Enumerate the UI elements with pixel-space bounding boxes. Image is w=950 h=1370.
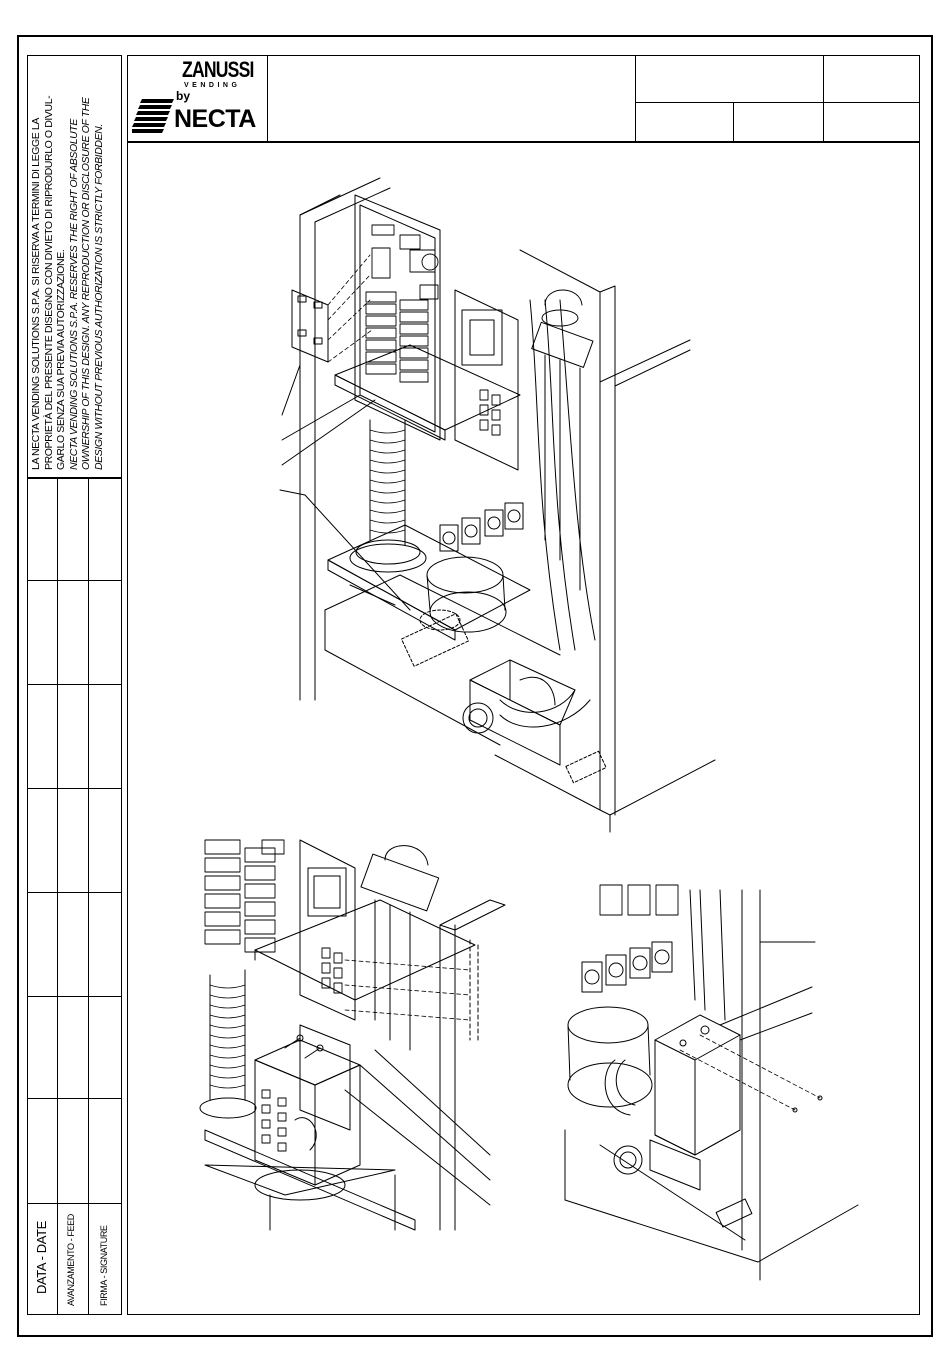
logo-sub: VENDING [184, 82, 241, 89]
strip-row-line [27, 684, 122, 686]
title-block-col [635, 55, 637, 142]
detail-view-left [199, 839, 506, 1231]
title-block-row [635, 102, 920, 104]
strip-row-line [27, 1098, 122, 1100]
title-block-col [267, 55, 269, 142]
strip-col-line [57, 477, 59, 1315]
title-block-col [823, 55, 825, 142]
strip-row-line [27, 892, 122, 894]
main-assembly-view [279, 177, 716, 833]
strip-col-line [88, 477, 90, 1315]
main-drawing-frame [127, 55, 920, 1315]
drawing-outer-frame [17, 35, 933, 1337]
strip-divider [27, 477, 122, 479]
strip-row-line [27, 1203, 122, 1205]
logo-by: by [176, 89, 191, 103]
title-block-bottom [127, 141, 920, 143]
logo-company: NECTA [174, 105, 256, 133]
strip-row-line [27, 580, 122, 582]
necta-stripes-icon [132, 99, 174, 133]
strip-row-line [27, 996, 122, 998]
company-logo: ZANUSSI VENDING by NECTA [130, 57, 266, 141]
logo-brand: ZANUSSI [182, 57, 254, 82]
strip-row-line [27, 788, 122, 790]
detail-view-right [564, 884, 859, 1281]
title-block-col [733, 102, 735, 142]
